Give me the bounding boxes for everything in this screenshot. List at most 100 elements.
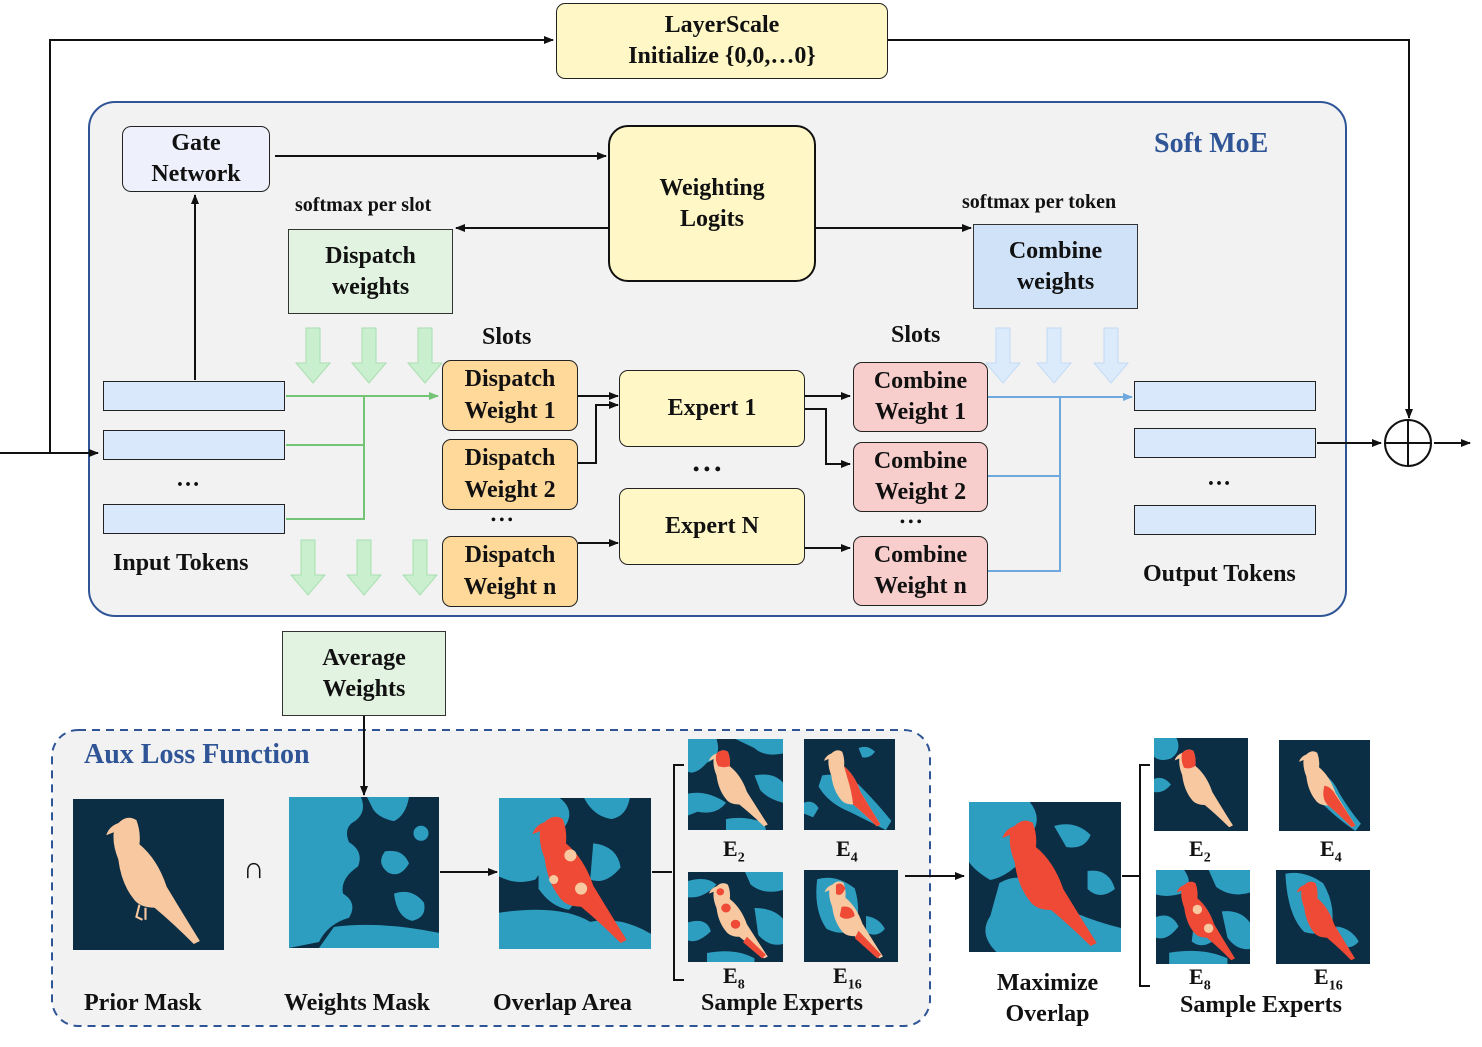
combine-weights-box: Combine weights <box>973 224 1138 309</box>
gate-line1: Gate <box>171 130 221 157</box>
right-expert-label-e16-base: E <box>1314 964 1329 989</box>
expert-label-e16-base: E <box>833 963 848 988</box>
expert-1-box: Expert 1 <box>619 370 805 447</box>
gate-network-box: Gate Network <box>122 126 270 192</box>
layerscale-line2: Initialize {0,0,…0} <box>628 43 816 69</box>
layerscale-box: LayerScale Initialize {0,0,…0} <box>556 3 888 79</box>
soft-moe-title: Soft MoE <box>1154 128 1269 159</box>
sample-experts-label: Sample Experts <box>701 990 863 1016</box>
right-expert-label-e2-base: E <box>1189 836 1204 861</box>
dispatch-1-line2: Weight 1 <box>464 397 556 424</box>
output-token <box>1134 428 1316 458</box>
softmax-per-slot-label: softmax per slot <box>295 194 432 216</box>
intersect-symbol: ∩ <box>243 852 265 885</box>
combine-ellipsis: • • • <box>900 515 922 530</box>
combine-n-line1: Combine <box>873 541 968 568</box>
input-tokens-ellipsis: … <box>176 466 200 492</box>
maximize-line2: Overlap <box>1005 1001 1090 1027</box>
maximize-overlap-label: Maximize Overlap <box>965 966 1130 1032</box>
right-expert-label-e16-sub: 16 <box>1328 978 1343 994</box>
right-sample-experts-label: Sample Experts <box>1180 992 1342 1018</box>
dispatch-n-line2: Weight n <box>463 573 557 600</box>
sample-expert-e4-image <box>804 739 895 830</box>
prior-mask-image <box>73 799 224 950</box>
input-token <box>103 381 285 411</box>
dispatch-weight-2-box: Dispatch Weight 2 <box>442 439 578 510</box>
combine-weights-line2: weights <box>1016 268 1095 295</box>
expert-n-label: Expert N <box>665 513 759 540</box>
output-token <box>1134 381 1316 411</box>
logits-line2: Logits <box>679 205 744 232</box>
dispatch-weight-n-box: Dispatch Weight n <box>442 536 578 607</box>
expert-1-label: Expert 1 <box>667 395 757 422</box>
right-expert-e4-image <box>1279 740 1370 831</box>
right-expert-label-e8-sub: 8 <box>1203 978 1211 994</box>
slots-label-left: Slots <box>482 324 532 350</box>
layerscale-line1: LayerScale <box>664 12 780 39</box>
expert-label-e2-sub: 2 <box>737 850 745 866</box>
dispatch-2-line1: Dispatch <box>464 445 556 472</box>
weights-mask-label: Weights Mask <box>284 990 431 1016</box>
maximize-overlap-image <box>969 802 1121 952</box>
average-weights-box: Average Weights <box>282 631 446 716</box>
slots-label-right: Slots <box>891 322 941 348</box>
maximize-line1: Maximize <box>996 970 1099 997</box>
expert-label-e8-base: E <box>723 963 738 988</box>
expert-label-e2-base: E <box>723 836 738 861</box>
prior-mask-label: Prior Mask <box>84 990 202 1016</box>
right-expert-label-e4: E4 <box>1320 836 1342 866</box>
softmax-per-token-label: softmax per token <box>962 191 1117 213</box>
dispatch-weights-line2: weights <box>331 273 410 300</box>
dispatch-weights-box: Dispatch weights <box>288 229 453 314</box>
right-expert-label-e8: E8 <box>1189 964 1211 994</box>
right-expert-label-e2-sub: 2 <box>1203 850 1211 866</box>
dispatch-ellipsis: • • • <box>491 513 513 528</box>
combine-weight-n-box: Combine Weight n <box>853 536 988 606</box>
dispatch-2-line2: Weight 2 <box>464 476 556 503</box>
sample-expert-e2-image <box>688 739 783 830</box>
overlap-area-image <box>499 798 651 949</box>
average-weights-line1: Average <box>322 644 406 671</box>
combine-weights-line1: Combine <box>1008 237 1103 264</box>
dispatch-1-line1: Dispatch <box>464 366 556 393</box>
combine-2-line2: Weight 2 <box>874 479 967 505</box>
input-token <box>103 504 285 534</box>
experts-ellipsis: • • • <box>693 459 721 479</box>
right-expert-label-e4-sub: 4 <box>1334 850 1342 866</box>
aux-loss-title: Aux Loss Function <box>84 739 310 770</box>
right-expert-e8-image <box>1156 870 1250 964</box>
right-expert-e2-image <box>1154 738 1248 831</box>
dispatch-weights-line1: Dispatch <box>325 242 416 269</box>
right-expert-e16-image <box>1276 870 1370 964</box>
right-expert-label-e16: E16 <box>1314 964 1343 994</box>
combine-weight-2-box: Combine Weight 2 <box>853 442 988 512</box>
expert-label-e4-base: E <box>836 836 851 861</box>
input-token <box>103 430 285 460</box>
expert-label-e2: E2 <box>723 836 745 866</box>
right-expert-label-e4-base: E <box>1320 836 1335 861</box>
input-tokens-label: Input Tokens <box>113 550 249 576</box>
average-weights-line2: Weights <box>322 675 406 702</box>
combine-1-line1: Combine <box>873 367 968 394</box>
output-token <box>1134 505 1316 535</box>
expert-label-e4: E4 <box>836 836 858 866</box>
sample-expert-e8-image <box>688 872 783 962</box>
weights-mask-image <box>289 797 439 948</box>
gate-line2: Network <box>151 161 241 187</box>
combine-2-line1: Combine <box>873 447 968 474</box>
expert-label-e8: E8 <box>723 963 745 993</box>
output-tokens-label: Output Tokens <box>1143 561 1296 587</box>
overlap-area-label: Overlap Area <box>493 990 632 1016</box>
sample-expert-e16-image <box>804 870 898 962</box>
dispatch-weight-1-box: Dispatch Weight 1 <box>442 360 578 431</box>
expert-n-box: Expert N <box>619 488 805 565</box>
weighting-logits-box: Weighting Logits <box>608 125 816 282</box>
output-tokens-ellipsis: … <box>1207 465 1231 491</box>
expert-label-e16: E16 <box>833 963 862 993</box>
dispatch-n-line1: Dispatch <box>464 542 556 569</box>
expert-label-e16-sub: 16 <box>847 977 862 993</box>
expert-label-e8-sub: 8 <box>737 977 745 993</box>
combine-n-line2: Weight n <box>874 573 967 599</box>
combine-1-line2: Weight 1 <box>874 399 967 425</box>
